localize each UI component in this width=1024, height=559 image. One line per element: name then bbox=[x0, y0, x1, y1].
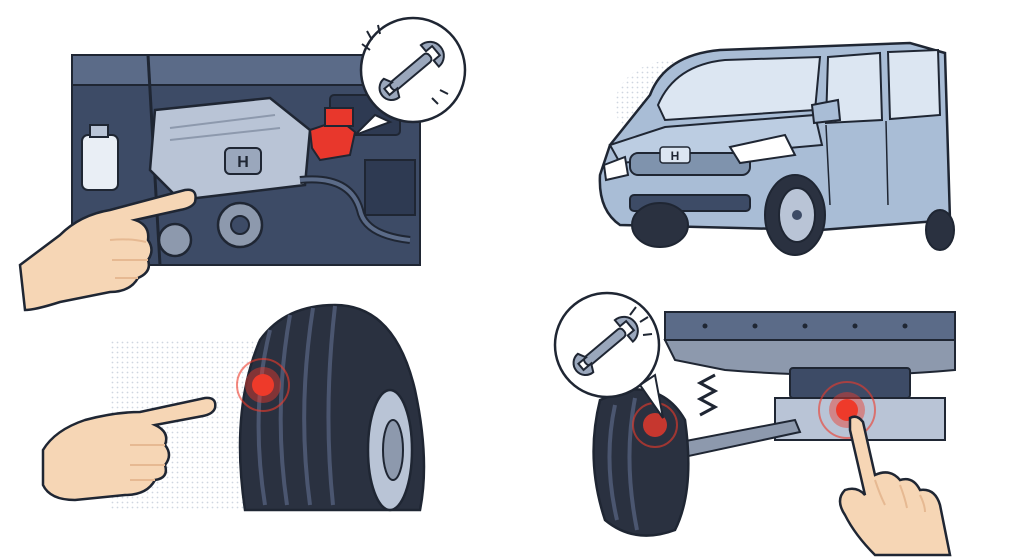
pointing-hand bbox=[41, 396, 217, 502]
wrench-speech-bubble bbox=[553, 291, 664, 419]
tire-panel bbox=[35, 300, 435, 515]
wrench-icon bbox=[572, 315, 639, 376]
undercarriage-panel bbox=[545, 290, 960, 557]
honda-logo bbox=[224, 147, 262, 175]
rear-wheel bbox=[925, 209, 955, 251]
battery bbox=[364, 159, 416, 216]
wheel bbox=[592, 388, 690, 537]
svg-text:H: H bbox=[237, 154, 249, 171]
svg-text:H: H bbox=[671, 149, 680, 163]
pulley bbox=[157, 222, 193, 258]
side-mirror bbox=[810, 98, 842, 125]
chassis-frame bbox=[663, 311, 956, 441]
wrench-speech-bubble bbox=[354, 16, 467, 136]
undercarriage-illustration bbox=[553, 291, 956, 557]
coolant-reservoir bbox=[81, 124, 119, 191]
pointing-hand bbox=[18, 188, 197, 312]
honda-logo bbox=[659, 146, 691, 164]
engine-bay-illustration: H bbox=[18, 16, 467, 312]
tire-illustration bbox=[41, 303, 426, 512]
highlighted-fuse-box bbox=[308, 107, 357, 162]
minivan-panel: H bbox=[590, 35, 955, 256]
headlight bbox=[728, 133, 797, 165]
pointing-hand bbox=[838, 415, 952, 557]
engine-cover: H bbox=[148, 96, 312, 202]
tire-damage-hotspot bbox=[236, 358, 290, 412]
side-wheel bbox=[764, 174, 826, 256]
minivan-illustration: H bbox=[598, 41, 955, 256]
wrench-icon bbox=[378, 40, 445, 101]
minivan: H bbox=[598, 41, 952, 232]
skid-plate-hotspot bbox=[818, 381, 876, 439]
engine-bay-panel: H bbox=[18, 10, 480, 312]
tire bbox=[238, 303, 426, 512]
front-wheel bbox=[631, 202, 689, 248]
